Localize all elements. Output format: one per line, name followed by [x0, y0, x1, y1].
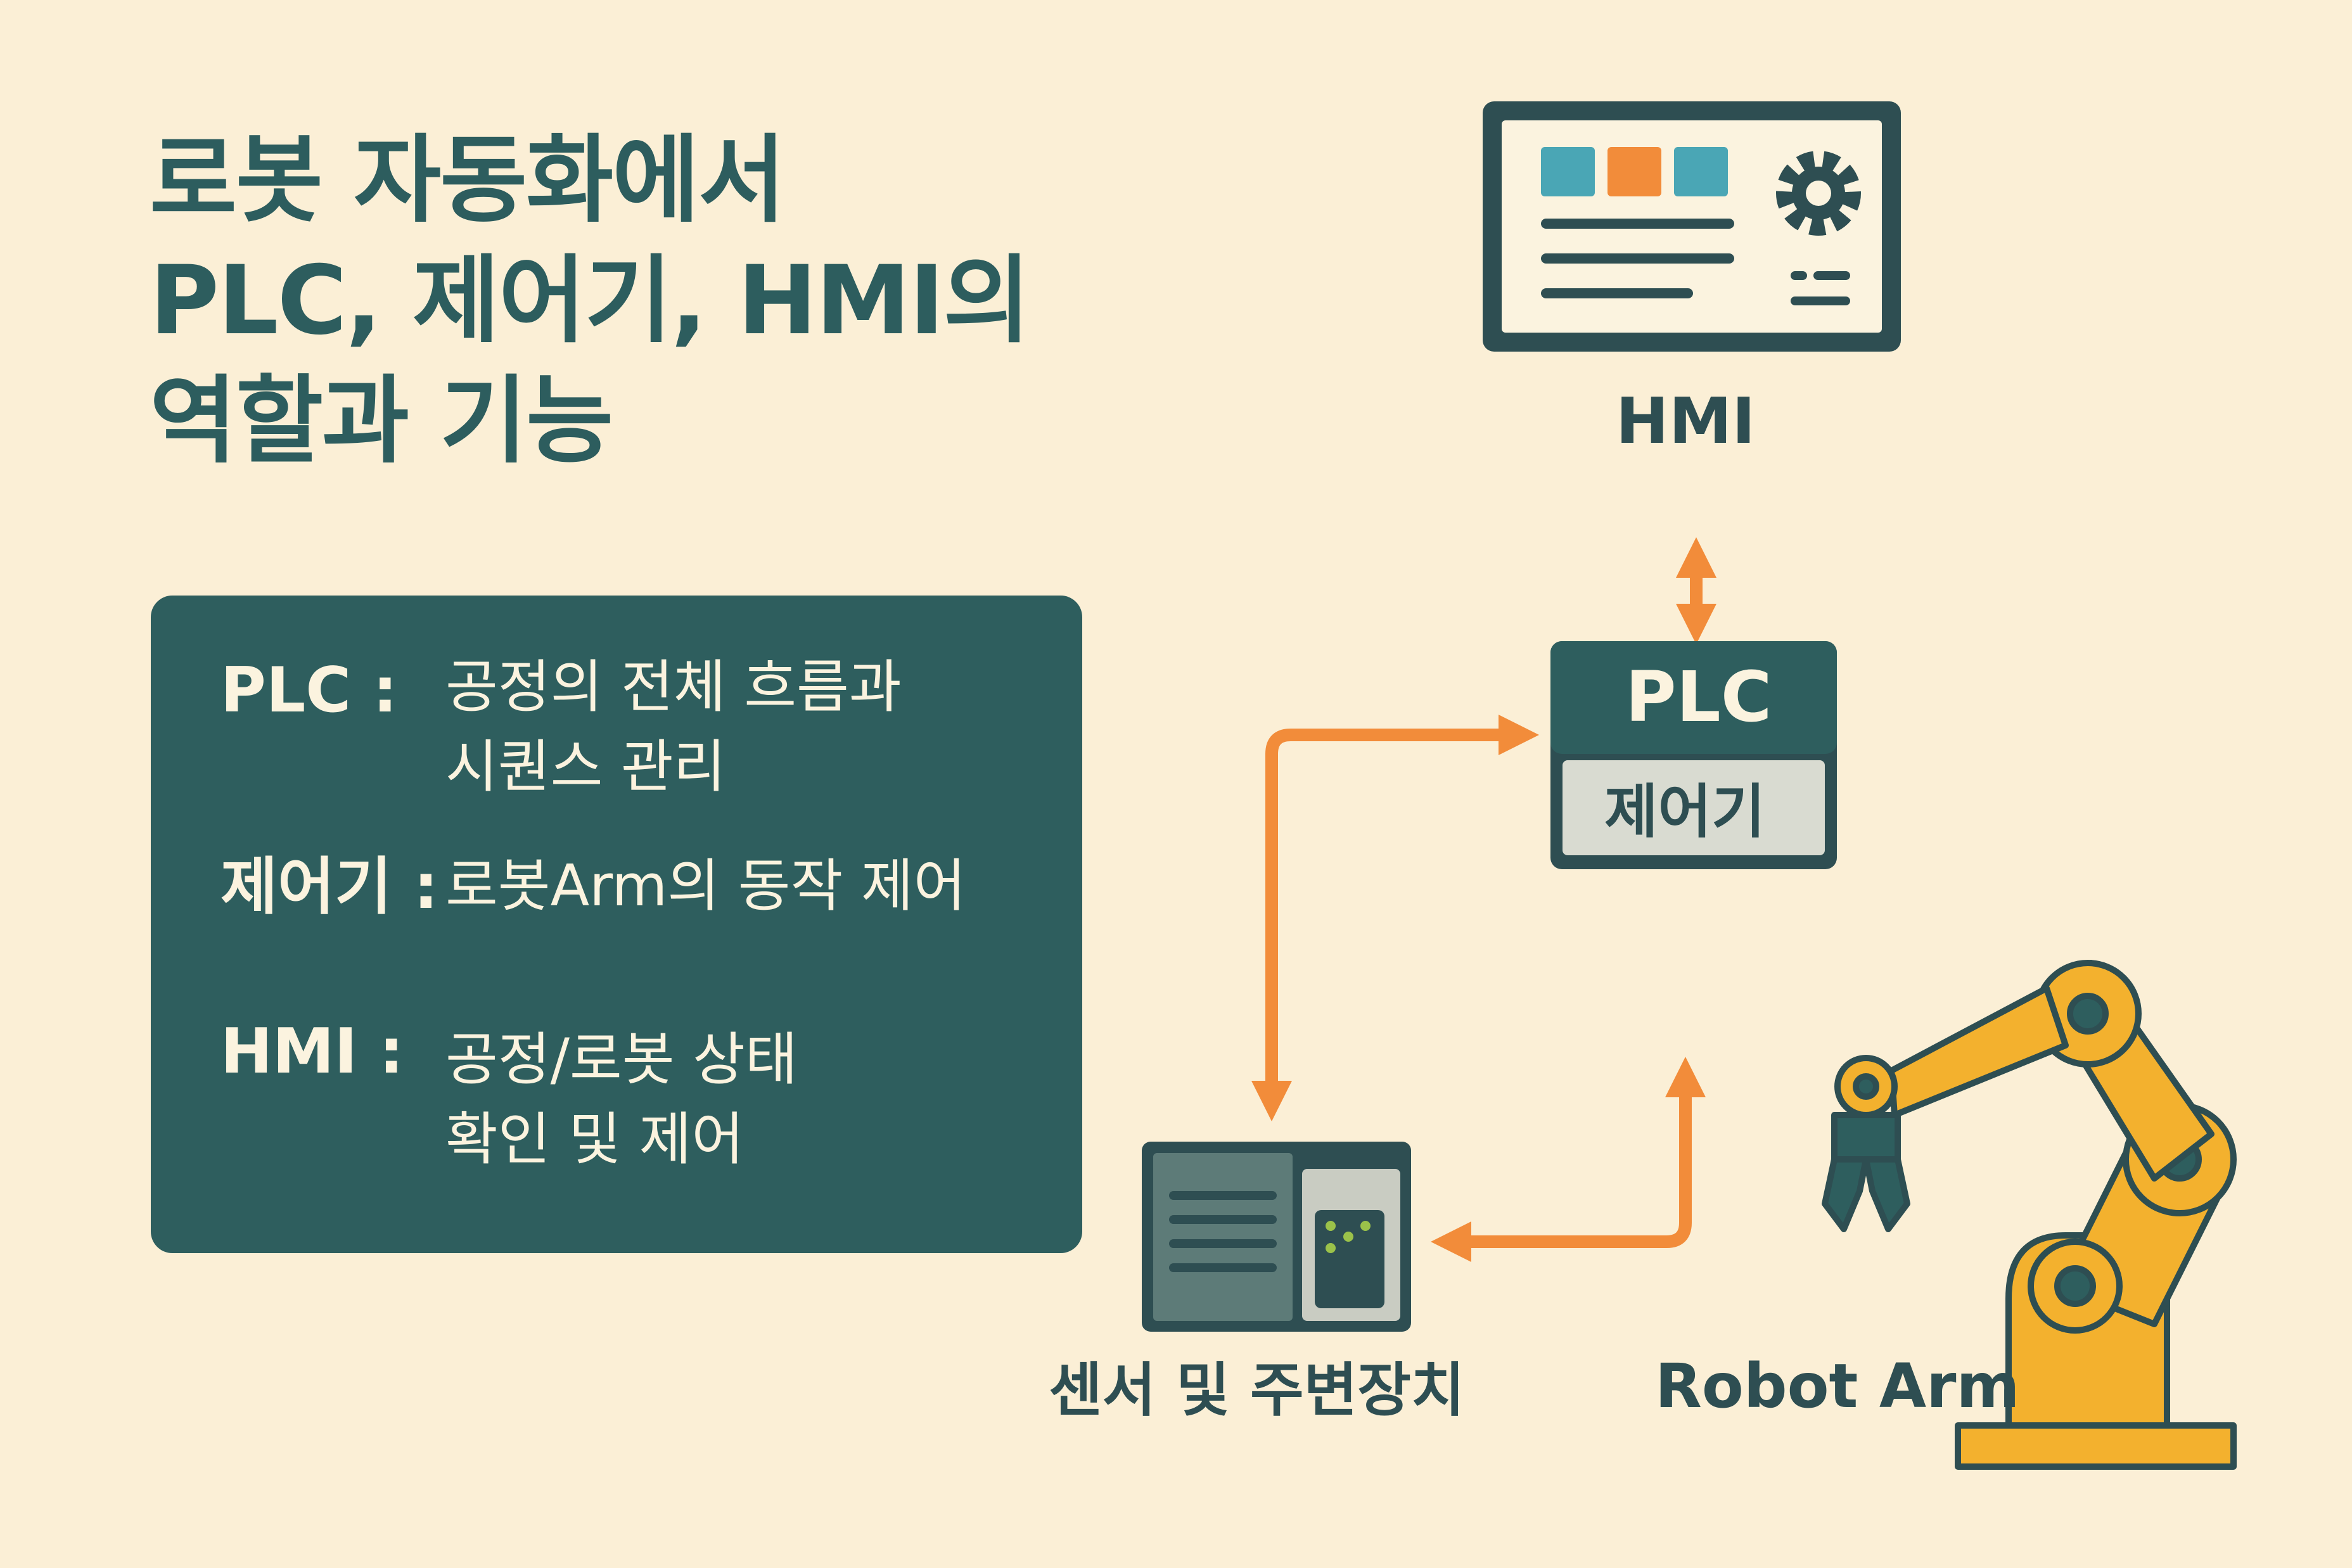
page-title: 로봇 자동화에서 PLC, 제어기, HMI의 역할과 기능 — [150, 120, 1227, 481]
info-desc-hmi: 공정/로봇 상태 확인 및 제어 — [445, 1020, 798, 1180]
title-line-2: PLC, 제어기, HMI의 — [150, 246, 1031, 356]
info-desc-plc-line1: 공정의 전체 흐름과 — [445, 654, 902, 720]
sensor-device-icon — [1142, 1142, 1411, 1332]
info-desc-controller: 로봇Arm의 동작 제어 — [445, 846, 966, 926]
title-line-3: 역할과 기능 — [150, 366, 613, 476]
info-panel: PLC : 공정의 전체 흐름과 시퀀스 관리 제어기 : 로봇Arm의 동작 … — [151, 596, 1082, 1253]
info-desc-plc: 공정의 전체 흐름과 시퀀스 관리 — [445, 647, 902, 807]
robot-arm-label: Robot Arm — [1655, 1351, 2020, 1422]
plc-label: PLC — [1625, 656, 1772, 737]
gear-icon — [1776, 151, 1861, 236]
sensor-label: 센서 및 주변장치 — [1049, 1356, 1465, 1424]
hmi-monitor-icon — [1483, 101, 1901, 352]
robot-arm-icon — [1822, 960, 2237, 1470]
info-label-hmi: HMI : — [220, 1016, 404, 1088]
info-label-controller: 제어기 : — [220, 851, 438, 923]
info-desc-hmi-line1: 공정/로봇 상태 — [445, 1026, 798, 1093]
title-line-1: 로봇 자동화에서 — [150, 125, 786, 236]
info-desc-controller-line1: 로봇Arm의 동작 제어 — [445, 853, 966, 919]
controller-label: 제어기 — [1604, 778, 1765, 846]
info-desc-hmi-line2: 확인 및 제어 — [445, 1106, 745, 1173]
info-desc-plc-line2: 시퀀스 관리 — [445, 734, 726, 800]
plc-controller-box — [1550, 641, 1837, 869]
info-label-plc: PLC : — [220, 654, 398, 727]
hmi-label: HMI — [1616, 384, 1756, 458]
